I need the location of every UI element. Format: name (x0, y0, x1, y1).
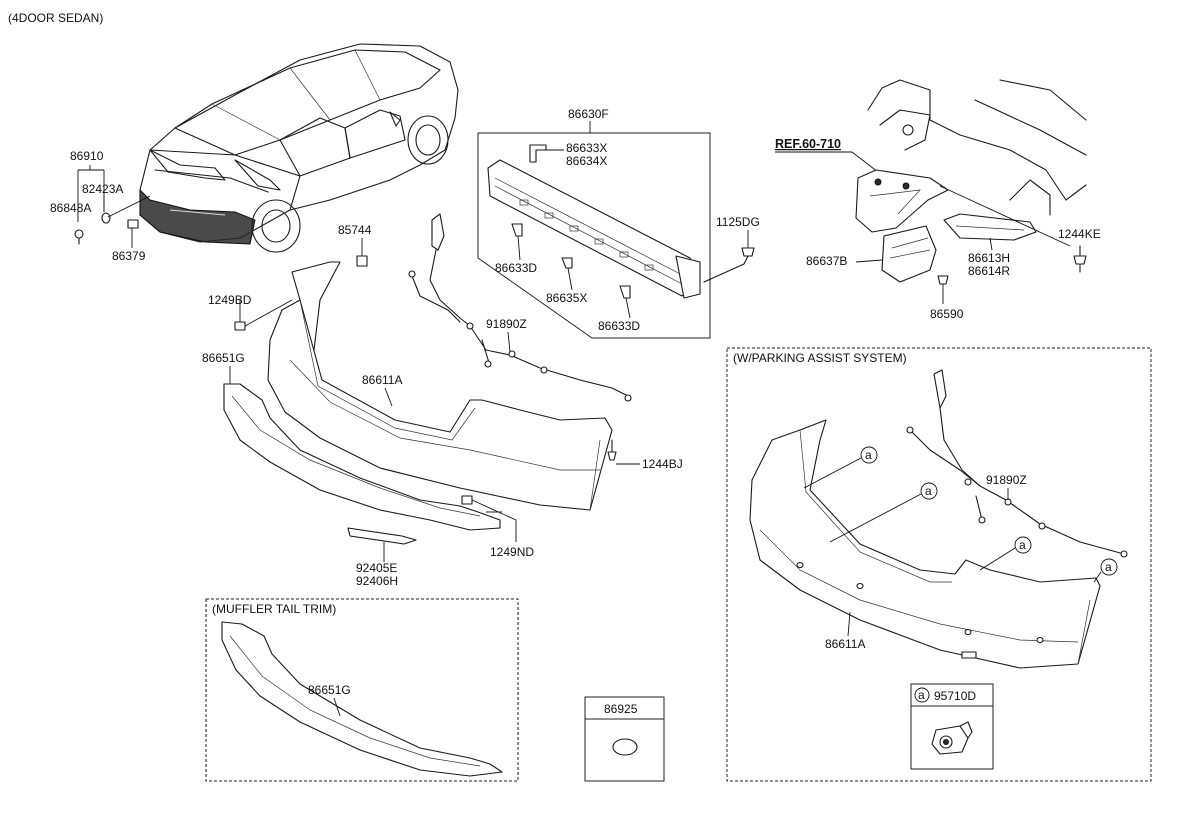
ultrasonic-sensor-icon (931, 721, 973, 755)
label-1125dg: 1125DG (716, 215, 760, 229)
quarter-panel-group: REF.60-710 86637B 86590 86613H 86614R 12… (775, 79, 1101, 321)
car-illustration (139, 43, 459, 253)
label-86651g: 86651G (202, 351, 245, 365)
label-86611a: 86611A (362, 373, 402, 387)
label-86379: 86379 (112, 249, 146, 263)
label-1244ke: 1244KE (1058, 227, 1101, 241)
sensor-marker-1: a (865, 448, 872, 462)
label-86614r: 86614R (968, 264, 1010, 278)
label-86634x: 86634X (566, 154, 607, 168)
label-92406h: 92406H (356, 574, 398, 588)
label-1249nd: 1249ND (490, 545, 534, 559)
label-82423a: 82423A (82, 182, 123, 196)
label-1244bj: 1244BJ (642, 457, 683, 471)
label-91890z: 91890Z (486, 317, 527, 331)
label-86635x: 86635X (546, 291, 587, 305)
sensor-part-label: 95710D (934, 689, 976, 703)
sensor-marker-4: a (1105, 560, 1112, 574)
label-86590: 86590 (930, 307, 964, 321)
rear-beam-assembly: 86630F 86633X 86634X 86633D 86635X 86633… (477, 107, 711, 339)
muffler-tail-trim-box: (MUFFLER TAIL TRIM) 86651G (205, 598, 519, 782)
rear-left-fasteners: 86910 82423A 86848A 86379 (50, 149, 151, 263)
emblem-part-label: 86925 (604, 702, 638, 716)
diagram-title: (4DOOR SEDAN) (8, 11, 103, 25)
parking-bumper-label: 86611A (825, 637, 865, 651)
label-92405e: 92405E (356, 561, 397, 575)
label-86633d-b: 86633D (598, 319, 640, 333)
label-86630f: 86630F (568, 107, 609, 121)
label-86633x: 86633X (566, 141, 607, 155)
label-86848a: 86848A (50, 201, 91, 215)
emblem-oval (612, 738, 638, 756)
label-86910: 86910 (70, 149, 104, 163)
ref-60-710[interactable]: REF.60-710 (775, 137, 841, 151)
sensor-key-marker: a (918, 688, 925, 702)
parking-box-title: (W/PARKING ASSIST SYSTEM) (733, 351, 907, 365)
muffler-part-label: 86651G (308, 683, 351, 697)
sensor-marker-2: a (925, 484, 932, 498)
label-1249bd: 1249BD (208, 293, 252, 307)
label-86613h: 86613H (968, 251, 1010, 265)
label-86637b: 86637B (806, 254, 847, 268)
label-85744: 85744 (338, 223, 372, 237)
parking-wire-label: 91890Z (986, 473, 1027, 487)
parking-assist-box: (W/PARKING ASSIST SYSTEM) 91890Z a a (726, 347, 1152, 782)
label-86633d-a: 86633D (495, 261, 537, 275)
emblem-box: 86925 (584, 696, 665, 782)
bolt-1125dg: 1125DG (703, 215, 760, 283)
muffler-box-title: (MUFFLER TAIL TRIM) (212, 602, 336, 616)
bumper-cover-group: 85744 1249BD 86611A 91890Z 124 (202, 213, 683, 588)
sensor-marker-3: a (1019, 538, 1026, 552)
